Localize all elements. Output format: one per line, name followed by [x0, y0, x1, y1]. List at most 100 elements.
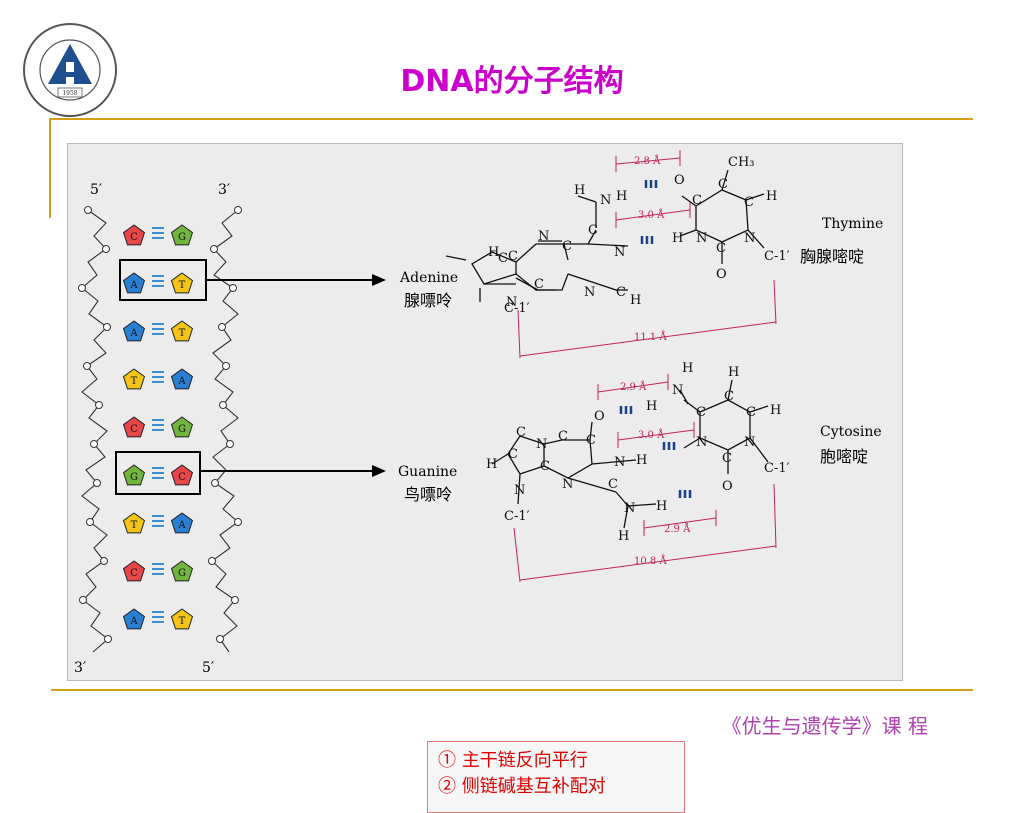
svg-text:N: N: [536, 437, 547, 452]
left-rule: [49, 118, 51, 218]
base-T-left-6: T: [122, 512, 146, 534]
svg-text:H: H: [630, 293, 641, 308]
hydrogen-bond-marks: [152, 611, 164, 623]
phosphate-left: [100, 557, 108, 565]
svg-text:N: N: [744, 435, 755, 450]
adenine-label: Adenine: [399, 270, 458, 286]
phosphate-left: [78, 284, 86, 292]
svg-text:N: N: [696, 435, 707, 450]
svg-text:C: C: [586, 433, 596, 448]
svg-text:C: C: [616, 285, 626, 300]
key-points-box: ① 主干链反向平行 ② 侧链碱基互补配对: [427, 741, 685, 813]
guanine-label: Guanine: [398, 464, 457, 480]
svg-text:G: G: [178, 424, 186, 435]
base-G-right-7: G: [170, 560, 194, 582]
strand-label-top-right: 3′: [218, 182, 230, 198]
svg-text:N: N: [614, 455, 625, 470]
svg-text:G: G: [178, 232, 186, 243]
svg-text:C-1′: C-1′: [504, 301, 530, 316]
svg-text:C: C: [718, 177, 728, 192]
at-hydrogen-bonds: [640, 180, 658, 244]
svg-text:H: H: [770, 403, 781, 418]
top-rule: [51, 118, 973, 120]
gc-distance-markers: 2.9 Å 3.0 Å 2.9 Å 10.8 Å: [513, 374, 777, 583]
svg-text:O: O: [722, 479, 733, 494]
svg-text:T: T: [179, 616, 186, 627]
svg-text:A: A: [177, 520, 186, 531]
at-distance-top: 2.8 Å: [634, 155, 661, 167]
gc-atom-labels: O C N H C N C H C C N C N C-1′ N H H H N…: [486, 361, 790, 544]
logo-year: 1958: [62, 90, 77, 97]
base-A-left-2: A: [122, 320, 146, 342]
base-A-right-3: A: [170, 368, 194, 390]
svg-text:C: C: [696, 405, 706, 420]
hydrogen-bond-marks: [152, 515, 164, 527]
backbone-left: [81, 209, 109, 653]
phosphate-left: [79, 596, 87, 604]
strand-label-top-left: 5′: [90, 182, 102, 198]
phosphate-right: [216, 635, 224, 643]
gc-hydrogen-bonds: [619, 406, 692, 498]
base-C-right-5: C: [170, 464, 194, 486]
svg-text:C: C: [130, 232, 138, 243]
course-footer: 《优生与遗传学》课 程: [721, 714, 928, 738]
svg-text:H: H: [574, 183, 585, 198]
base-C-left-4: C: [122, 416, 146, 438]
hydrogen-bond-marks: [152, 419, 164, 431]
base-A-right-6: A: [170, 512, 194, 534]
base-T-left-3: T: [122, 368, 146, 390]
base-A-left-1: A: [122, 272, 146, 294]
svg-text:N: N: [562, 477, 573, 492]
phosphate-left: [83, 362, 91, 370]
phosphate-left: [93, 479, 101, 487]
svg-text:T: T: [179, 328, 186, 339]
base-T-right-1: T: [170, 272, 194, 294]
svg-text:N: N: [514, 483, 525, 498]
phosphate-left: [102, 245, 110, 253]
svg-text:C: C: [178, 472, 186, 483]
phosphate-right: [231, 596, 239, 604]
phosphate-right: [219, 401, 227, 409]
svg-text:H: H: [616, 189, 627, 204]
svg-text:N: N: [696, 231, 707, 246]
svg-text:C: C: [562, 239, 572, 254]
at-distance-mid: 3.0 Å: [638, 209, 665, 221]
svg-text:CH₃: CH₃: [728, 155, 755, 170]
hydrogen-bond-marks: [152, 563, 164, 575]
hydrogen-bond-marks: [152, 371, 164, 383]
svg-text:C: C: [724, 389, 734, 404]
svg-text:N: N: [600, 193, 611, 208]
svg-text:C: C: [498, 251, 508, 266]
phosphate-right: [234, 518, 242, 526]
svg-text:C: C: [692, 193, 702, 208]
at-atom-labels: H N H C N C N C H C C N C H N C-1′ O C C…: [488, 155, 790, 316]
phosphate-left: [95, 401, 103, 409]
college-logo: 1958: [23, 23, 117, 117]
svg-text:C: C: [746, 405, 756, 420]
base-A-left-8: A: [122, 608, 146, 630]
svg-text:G: G: [178, 568, 186, 579]
strand-label-bottom-left: 3′: [74, 660, 86, 676]
svg-text:A: A: [129, 280, 138, 291]
gc-distance-span: 10.8 Å: [634, 555, 667, 567]
phosphate-left: [84, 206, 92, 214]
base-T-right-2: T: [170, 320, 194, 342]
key-point-1: ① 主干链反向平行: [438, 750, 588, 771]
phosphate-left: [90, 440, 98, 448]
gc-distance-mid: 3.0 Å: [638, 429, 665, 441]
svg-text:N: N: [614, 245, 625, 260]
svg-text:C-1′: C-1′: [504, 509, 530, 524]
svg-text:O: O: [674, 173, 685, 188]
bottom-rule: [51, 689, 973, 691]
svg-text:A: A: [129, 616, 138, 627]
svg-text:C: C: [508, 447, 518, 462]
base-C-left-7: C: [122, 560, 146, 582]
svg-text:H: H: [682, 361, 693, 376]
svg-text:N: N: [584, 285, 595, 300]
svg-text:H: H: [766, 189, 777, 204]
strand-label-bottom-right: 5′: [202, 660, 214, 676]
phosphate-right: [226, 440, 234, 448]
phosphate-right: [222, 362, 230, 370]
